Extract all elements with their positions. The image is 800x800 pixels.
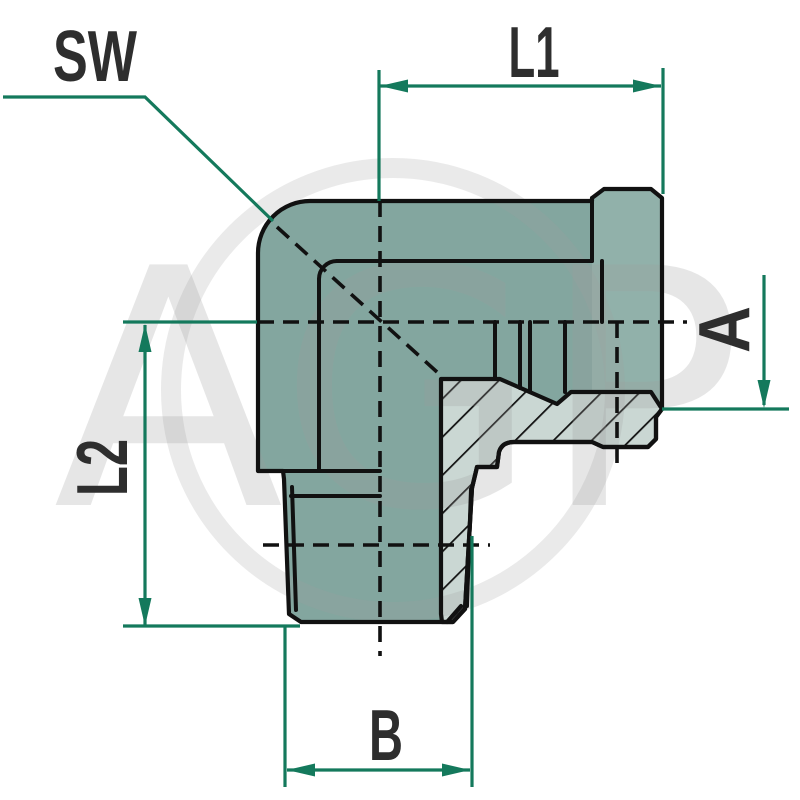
dimension-sw xyxy=(3,95,275,223)
dimension-b xyxy=(283,536,474,787)
l2-arrow-bottom xyxy=(138,598,152,626)
dimension-l1 xyxy=(377,68,665,201)
l2-arrow-top xyxy=(138,324,152,352)
stud-tip-chamfer-line xyxy=(445,604,463,624)
dimension-a xyxy=(662,275,789,411)
centerlines xyxy=(258,201,687,656)
b-arrow-left xyxy=(287,763,315,777)
label-b: B xyxy=(369,696,403,776)
diagonal-section-line xyxy=(275,225,439,374)
label-sw: SW xyxy=(53,17,137,97)
label-l2: L2 xyxy=(63,439,143,496)
label-a: A xyxy=(685,306,765,353)
hex-face-corner xyxy=(317,259,339,281)
stud-thread-root-left xyxy=(290,485,298,612)
a-arrow-down xyxy=(757,380,771,408)
label-l1: L1 xyxy=(509,13,560,93)
b-arrow-right xyxy=(442,763,470,777)
dimension-l2 xyxy=(123,320,300,628)
l1-arrow-right xyxy=(633,79,661,93)
l1-arrow-left xyxy=(380,79,408,93)
fitting-outline xyxy=(255,186,665,625)
female-port-flange-face xyxy=(592,189,662,408)
sw-leader-line xyxy=(3,95,275,223)
